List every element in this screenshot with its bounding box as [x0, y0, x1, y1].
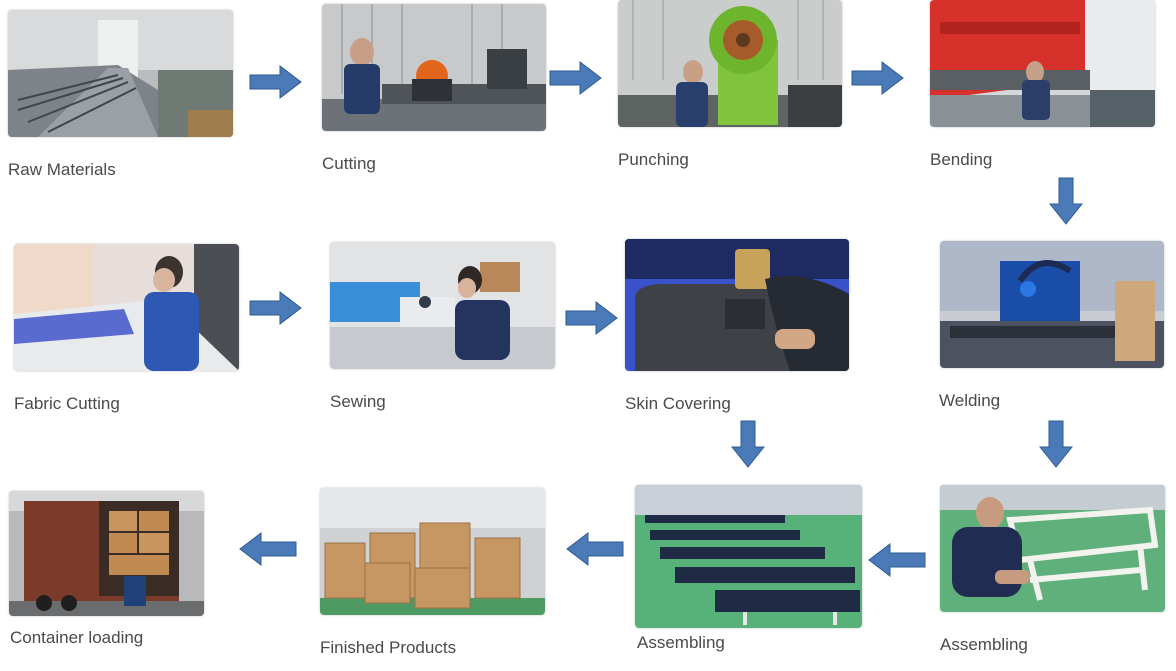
- arrow-down-icon: [731, 420, 765, 468]
- step-label-skin-covering: Skin Covering: [625, 394, 731, 414]
- arrow-down-icon: [1039, 420, 1073, 468]
- step-label-bending: Bending: [930, 150, 992, 170]
- arrow-right-icon: [851, 61, 904, 95]
- fabric-cutting-photo: [14, 244, 239, 371]
- step-label-welding: Welding: [939, 391, 1000, 411]
- step-label-sewing: Sewing: [330, 392, 386, 412]
- step-label-raw-materials: Raw Materials: [8, 160, 116, 180]
- finished-products-photo: [320, 488, 545, 615]
- arrow-right-icon: [249, 291, 302, 325]
- cutting-photo: [322, 4, 546, 131]
- welding-photo: [940, 241, 1164, 368]
- arrow-right-icon: [565, 301, 618, 335]
- step-label-punching: Punching: [618, 150, 689, 170]
- sewing-photo: [330, 242, 555, 369]
- punching-photo: [618, 0, 842, 127]
- arrow-left-icon: [868, 543, 926, 577]
- arrow-left-icon: [239, 532, 297, 566]
- arrow-left-icon: [566, 532, 624, 566]
- step-label-assembling-tables: Assembling: [637, 633, 725, 653]
- arrow-down-icon: [1049, 177, 1083, 225]
- arrow-right-icon: [549, 61, 602, 95]
- step-label-fabric-cutting: Fabric Cutting: [14, 394, 120, 414]
- step-label-finished-products: Finished Products: [320, 638, 456, 658]
- arrow-right-icon: [249, 65, 302, 99]
- assembling-tables-photo: [635, 485, 862, 628]
- bending-photo: [930, 0, 1155, 127]
- assembling-frame-photo: [940, 485, 1165, 612]
- step-label-container-loading: Container loading: [10, 628, 143, 648]
- skin-covering-photo: [625, 239, 849, 371]
- raw-materials-photo: [8, 10, 233, 137]
- step-label-assembling-frame: Assembling: [940, 635, 1028, 655]
- container-loading-photo: [9, 491, 204, 616]
- step-label-cutting: Cutting: [322, 154, 376, 174]
